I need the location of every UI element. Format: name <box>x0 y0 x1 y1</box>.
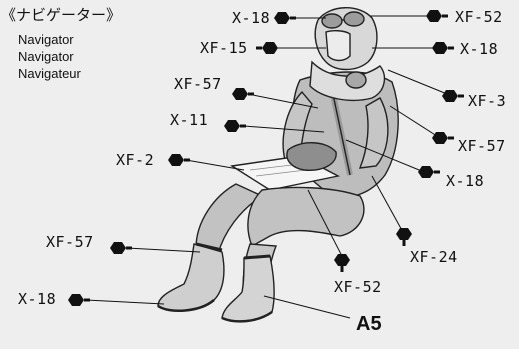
marker-xf-3 <box>442 90 464 102</box>
face <box>326 31 350 61</box>
callout-xf-2: XF-2 <box>116 151 154 169</box>
callout-xf-15: XF-15 <box>200 39 248 57</box>
callout-x-18-bottom: X-18 <box>18 290 56 308</box>
callout-x-18-mid: X-18 <box>446 172 484 190</box>
oxygen-mask <box>346 72 366 88</box>
marker-x-18-bottom <box>68 294 90 306</box>
marker-xf-15 <box>256 42 278 54</box>
marker-x-18-top <box>274 12 296 24</box>
navigator-figure <box>158 8 398 322</box>
callout-xf-57-lower: XF-57 <box>46 233 94 251</box>
callout-x-11: X-11 <box>170 111 208 129</box>
marker-xf-2 <box>168 154 190 166</box>
title-block: 《ナビゲーター》 Navigator Navigator Navigateur <box>1 6 121 81</box>
callout-x-18-right: X-18 <box>460 40 498 58</box>
callout-xf-57-right: XF-57 <box>458 137 506 155</box>
callout-xf-24: XF-24 <box>410 248 458 266</box>
callout-xf-57-upper: XF-57 <box>174 75 222 93</box>
marker-xf-52-top <box>426 10 448 22</box>
callout-xf-52-top: XF-52 <box>455 8 503 26</box>
right-boot <box>222 256 274 321</box>
title-japanese: 《ナビゲーター》 <box>1 6 121 24</box>
gloved-hands <box>287 143 336 171</box>
marker-x-18-right <box>432 42 454 54</box>
marker-x-11 <box>224 120 246 132</box>
marker-x-18-mid <box>418 166 440 178</box>
callout-xf-52-lower: XF-52 <box>334 278 382 296</box>
callout-xf-3: XF-3 <box>468 92 506 110</box>
callout-x-18-top: X-18 <box>232 9 270 27</box>
marker-xf-57-lower <box>110 242 132 254</box>
marker-xf-57-upper <box>232 88 254 100</box>
part-number-label: A5 <box>356 313 382 335</box>
title-german: Navigator <box>18 49 74 64</box>
right-leg <box>248 188 364 246</box>
marker-xf-57-right <box>432 132 454 144</box>
marker-xf-24 <box>396 228 412 246</box>
title-english: Navigator <box>18 32 74 47</box>
marker-xf-52-lower <box>334 254 350 272</box>
title-french: Navigateur <box>18 66 82 81</box>
